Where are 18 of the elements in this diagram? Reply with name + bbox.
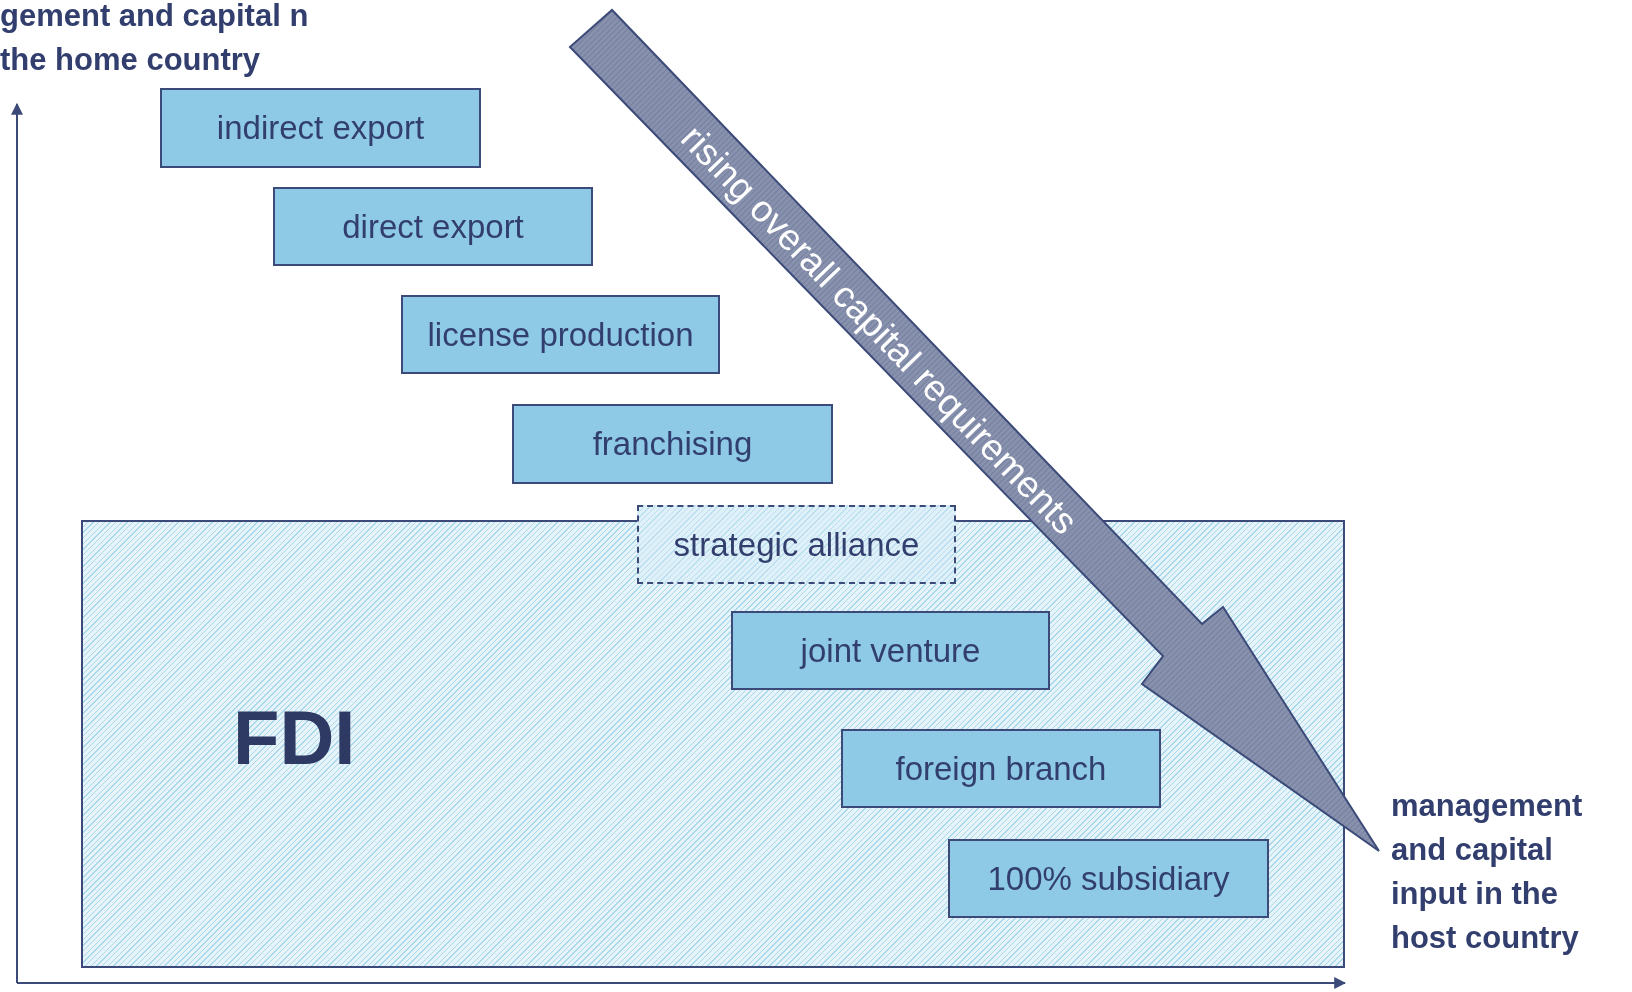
- box-label: 100% subsidiary: [987, 859, 1230, 898]
- box-label: direct export: [342, 207, 524, 246]
- process-box: [731, 611, 1050, 690]
- box-label: joint venture: [800, 631, 981, 670]
- process-box: [841, 729, 1161, 808]
- process-box: [401, 295, 720, 374]
- process-box: [160, 88, 481, 168]
- axis-label: gement and capital n the home country: [0, 0, 310, 79]
- axis-label: management and capital input in the host country: [1391, 787, 1584, 957]
- box-label: foreign branch: [895, 749, 1107, 788]
- box-label: strategic alliance: [673, 525, 920, 564]
- box-label: franchising: [592, 425, 753, 463]
- process-box: [948, 839, 1269, 918]
- box-label: indirect export: [216, 109, 425, 147]
- region-title: FDI: [233, 694, 356, 781]
- box-label: license production: [427, 315, 694, 354]
- process-box: [273, 187, 593, 266]
- process-box: [512, 404, 833, 484]
